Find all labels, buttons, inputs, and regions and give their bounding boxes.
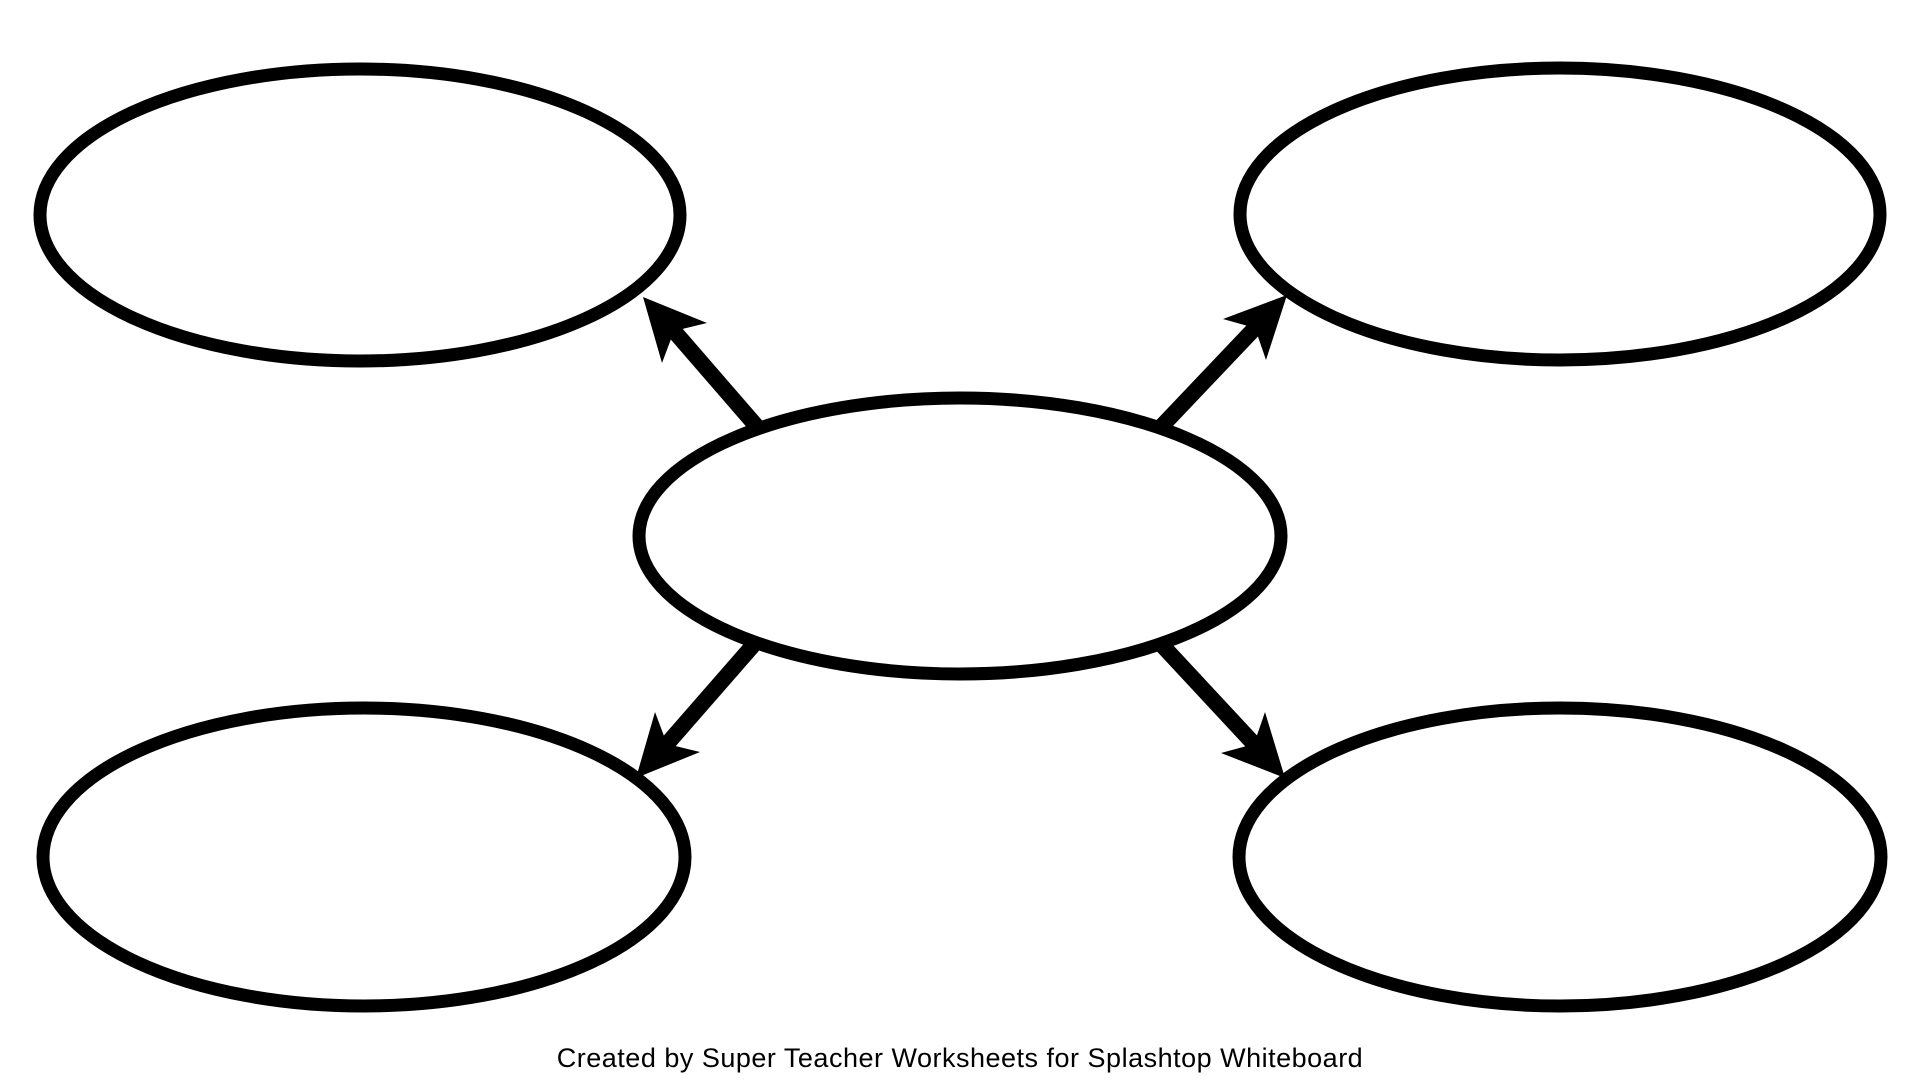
node-top-left[interactable] — [33, 62, 687, 368]
arrow-shaft — [1155, 638, 1260, 750]
credit-text: Created by Super Teacher Worksheets for … — [556, 1043, 1364, 1073]
center-oval[interactable] — [632, 391, 1288, 681]
arrowhead-icon — [1223, 295, 1287, 360]
bottom-left-oval[interactable] — [36, 701, 692, 1013]
arrow-shaft — [667, 325, 765, 434]
arrow-center-to-bottom-right — [1155, 638, 1285, 778]
top-left-oval[interactable] — [33, 62, 687, 368]
arrow-center-to-top-left — [643, 297, 765, 434]
node-top-right[interactable] — [1233, 61, 1887, 367]
arrow-shaft — [660, 636, 763, 750]
node-bottom-left[interactable] — [36, 701, 692, 1013]
bottom-right-oval[interactable] — [1232, 701, 1888, 1013]
node-bottom-right[interactable] — [1232, 701, 1888, 1013]
arrowhead-icon — [1221, 712, 1285, 778]
top-right-oval[interactable] — [1233, 61, 1887, 367]
arrowhead-icon — [636, 712, 700, 778]
arrowhead-icon — [643, 297, 707, 363]
arrow-center-to-top-right — [1154, 295, 1287, 434]
arrow-center-to-bottom-left — [636, 636, 763, 778]
node-center[interactable] — [632, 391, 1288, 681]
arrow-shaft — [1154, 322, 1261, 434]
